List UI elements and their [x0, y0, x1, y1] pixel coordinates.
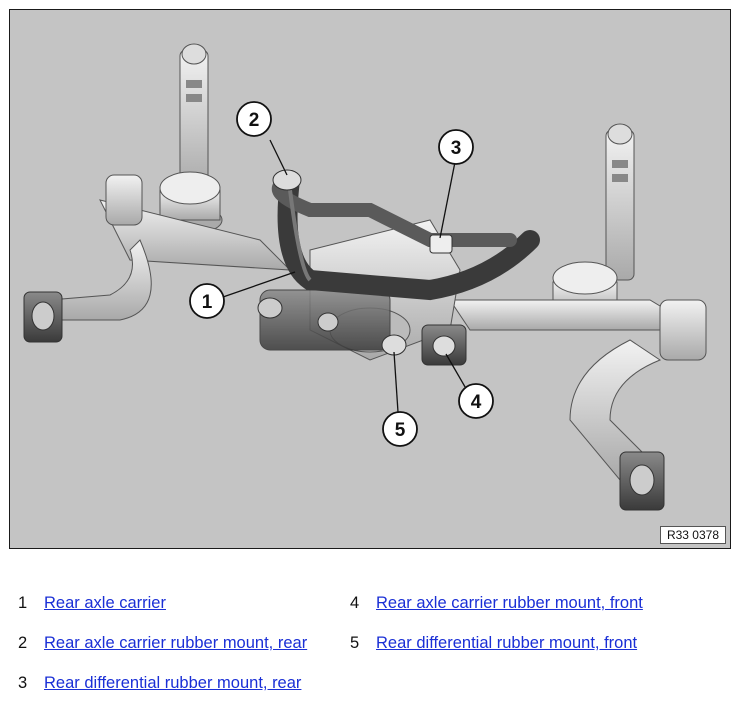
callout-4: 4: [458, 383, 494, 419]
rear-mount-2: [272, 169, 302, 191]
left-spring-assembly: [23, 171, 292, 343]
legend-number: 4: [350, 594, 360, 612]
front-mount-4: [421, 324, 467, 366]
svg-text:4: 4: [471, 392, 482, 413]
svg-text:1: 1: [202, 292, 213, 313]
callout-1: 1: [189, 283, 225, 319]
svg-text:5: 5: [395, 420, 406, 441]
figure-reference-code: R33 0378: [659, 526, 726, 544]
svg-text:2: 2: [249, 110, 260, 131]
parts-legend: 1 Rear axle carrier 2 Rear axle carrier …: [0, 580, 742, 703]
svg-text:3: 3: [451, 138, 462, 159]
legend-link-rear-diff-mount-rear[interactable]: Rear differential rubber mount, rear: [44, 674, 302, 692]
legend-item: 2 Rear axle carrier rubber mount, rear: [0, 634, 307, 653]
legend-number: 2: [18, 634, 28, 652]
right-shock-absorber: [605, 123, 635, 281]
rear-diff-mount-3: [429, 234, 453, 254]
callout-5: 5: [382, 411, 418, 447]
legend-link-rear-axle-carrier[interactable]: Rear axle carrier: [44, 594, 166, 612]
legend-item: 3 Rear differential rubber mount, rear: [0, 674, 301, 693]
legend-number: 5: [350, 634, 360, 652]
legend-number: 1: [18, 594, 28, 612]
left-shock-absorber: [179, 43, 209, 191]
callout-3: 3: [438, 129, 474, 165]
right-spring-assembly: [449, 261, 707, 511]
legend-number: 3: [18, 674, 28, 692]
axle-illustration: 2 3 1 4 5: [23, 43, 707, 511]
legend-item: 4 Rear axle carrier rubber mount, front: [332, 594, 643, 613]
legend-link-rear-diff-mount-front[interactable]: Rear differential rubber mount, front: [376, 634, 638, 652]
legend-item: 1 Rear axle carrier: [0, 594, 166, 613]
parts-diagram: 2 3 1 4 5 R33 0378: [9, 9, 731, 549]
callout-leaders: [222, 139, 469, 413]
legend-link-rear-axle-carrier-mount-rear[interactable]: Rear axle carrier rubber mount, rear: [44, 634, 308, 652]
legend-item: 5 Rear differential rubber mount, front: [332, 634, 637, 653]
callout-2: 2: [236, 101, 272, 137]
legend-link-rear-axle-carrier-mount-front[interactable]: Rear axle carrier rubber mount, front: [376, 594, 643, 612]
